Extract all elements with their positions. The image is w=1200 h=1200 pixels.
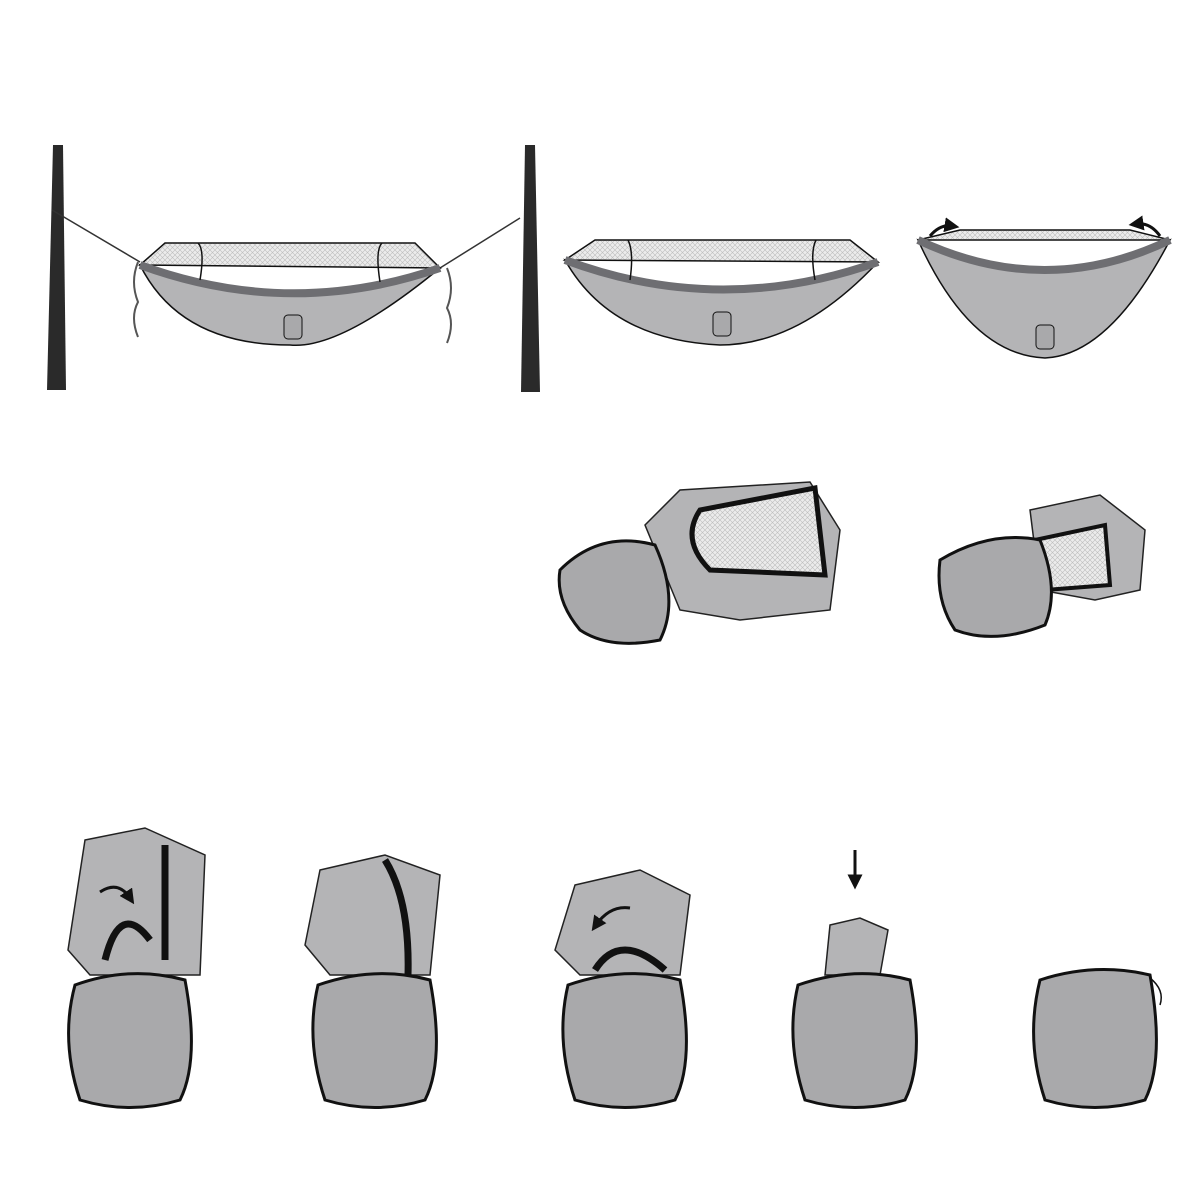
stuff-sack-icon [311,972,438,1109]
step-fold-ends [916,215,1172,359]
tree-icon [521,145,540,392]
hammock-icon [562,239,881,346]
step-zip-2 [304,854,441,1109]
step-stuff-into-sack-2 [937,494,1146,638]
stuff-sack-icon [557,539,671,645]
step-packed [1032,968,1162,1109]
step-push-in [791,850,918,1109]
drawcord [1149,977,1162,1006]
hammock-icon [138,242,442,347]
stuff-sack-icon [67,972,193,1109]
step-zip-1 [67,827,206,1109]
step-zip-3 [554,869,691,1109]
stuff-sack-icon [937,536,1053,638]
strap [51,209,521,269]
tree-icon [47,145,66,390]
stuff-sack-icon [791,972,918,1109]
step-hang-between-trees [47,145,540,392]
arrow-icon [99,885,135,905]
hammock-icon [916,229,1172,359]
zipper-icon [689,485,828,578]
stuff-sack-icon [561,972,688,1109]
step-hammock-unhung [562,239,881,346]
step-stuff-into-sack [557,481,841,645]
arrow-icon [928,217,960,237]
zipper-icon [382,858,412,976]
strap-loops [133,261,452,344]
zipper-icon [592,946,668,973]
arrow-icon [1128,215,1162,237]
stuff-sack-icon [1032,968,1158,1109]
arrow-icon [591,906,631,932]
zipper-icon [101,845,169,961]
